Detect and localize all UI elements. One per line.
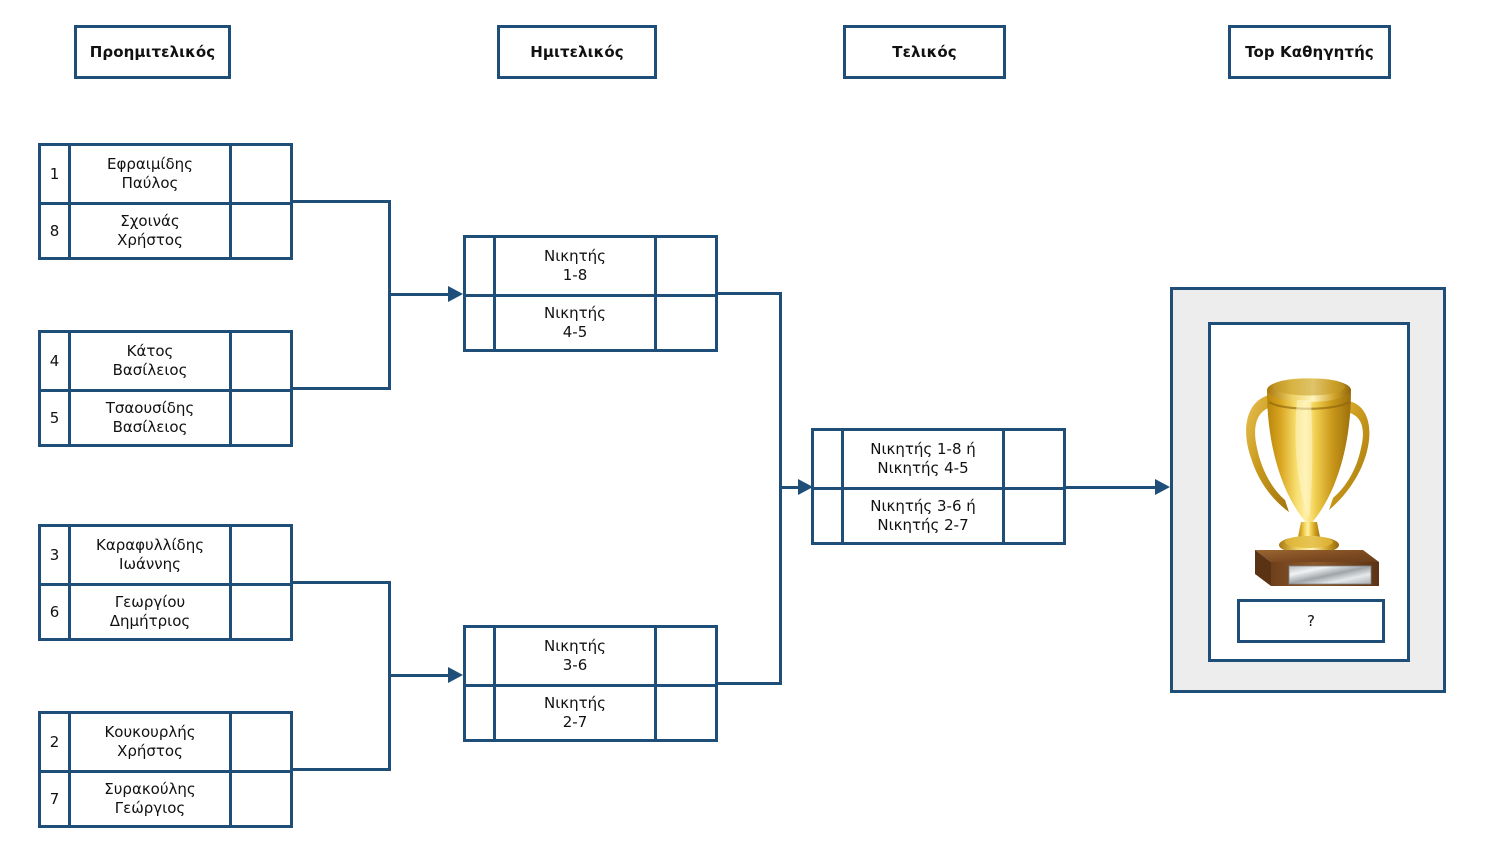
connector-line	[1066, 486, 1166, 489]
seed-number	[814, 489, 844, 542]
score-cell[interactable]	[657, 687, 715, 740]
match-row[interactable]: Νικητής 3-6	[466, 628, 715, 684]
match-row[interactable]: Νικητής 1-8	[466, 238, 715, 294]
player-name: Σχοινάς Χρήστος	[71, 204, 232, 257]
score-cell[interactable]	[232, 333, 290, 389]
connector-line	[718, 292, 782, 295]
connector-line	[779, 486, 805, 489]
match-box-semifinal-1[interactable]: Νικητής 1-8 Νικητής 4-5	[463, 235, 718, 352]
connector-line	[293, 768, 391, 771]
player-name: Γεωργίου Δημήτριος	[71, 585, 232, 638]
seed-number: 6	[41, 585, 71, 638]
player-name: Νικητής 3-6 ή Νικητής 2-7	[844, 489, 1005, 542]
seed-number	[466, 628, 496, 684]
connector-line	[388, 674, 455, 677]
player-name: Τσαουσίδης Βασίλειος	[71, 391, 232, 444]
match-row[interactable]: 8 Σχοινάς Χρήστος	[41, 201, 290, 258]
seed-number	[466, 238, 496, 294]
score-cell[interactable]	[657, 628, 715, 684]
score-cell[interactable]	[657, 238, 715, 294]
seed-number	[466, 296, 496, 349]
seed-number	[814, 431, 844, 487]
match-box-quarterfinal-3[interactable]: 3 Καραφυλλίδης Ιωάννης 6 Γεωργίου Δημήτρ…	[38, 524, 293, 641]
round-header-label: Τελικός	[892, 43, 957, 61]
round-header-final: Τελικός	[843, 25, 1006, 79]
player-name: Κουκουρλής Χρήστος	[71, 714, 232, 770]
seed-number: 3	[41, 527, 71, 583]
round-header-label: Προημιτελικός	[89, 43, 216, 61]
match-row[interactable]: 7 Συρακούλης Γεώργιος	[41, 769, 290, 826]
champion-panel: ?	[1170, 287, 1446, 693]
match-row[interactable]: Νικητής 2-7	[466, 683, 715, 740]
connector-arrow	[448, 286, 463, 302]
score-cell[interactable]	[232, 773, 290, 826]
connector-arrow	[1155, 479, 1170, 495]
round-header-semifinal: Ημιτελικός	[497, 25, 657, 79]
connector-line	[718, 682, 782, 685]
match-box-quarterfinal-1[interactable]: 1 Εφραιμίδης Παύλος 8 Σχοινάς Χρήστος	[38, 143, 293, 260]
score-cell[interactable]	[232, 714, 290, 770]
player-name: Συρακούλης Γεώργιος	[71, 772, 232, 825]
match-box-final[interactable]: Νικητής 1-8 ή Νικητής 4-5 Νικητής 3-6 ή …	[811, 428, 1066, 545]
match-row[interactable]: Νικητής 1-8 ή Νικητής 4-5	[814, 431, 1063, 487]
score-cell[interactable]	[232, 527, 290, 583]
player-name: Κάτος Βασίλειος	[71, 333, 232, 389]
player-name: Νικητής 1-8 ή Νικητής 4-5	[844, 431, 1005, 487]
match-row[interactable]: 2 Κουκουρλής Χρήστος	[41, 714, 290, 770]
seed-number	[466, 686, 496, 739]
player-name: Νικητής 4-5	[496, 296, 657, 349]
match-row[interactable]: 1 Εφραιμίδης Παύλος	[41, 146, 290, 202]
round-header-champion: Top Καθηγητής	[1228, 25, 1391, 79]
score-cell[interactable]	[232, 205, 290, 258]
score-cell[interactable]	[232, 146, 290, 202]
match-row[interactable]: 6 Γεωργίου Δημήτριος	[41, 582, 290, 639]
connector-line	[388, 293, 455, 296]
player-name: Καραφυλλίδης Ιωάννης	[71, 527, 232, 583]
seed-number: 1	[41, 146, 71, 202]
player-name: Νικητής 2-7	[496, 686, 657, 739]
trophy-icon	[1211, 341, 1407, 591]
round-header-label: Top Καθηγητής	[1245, 43, 1374, 61]
player-name: Νικητής 1-8	[496, 238, 657, 294]
match-box-semifinal-2[interactable]: Νικητής 3-6 Νικητής 2-7	[463, 625, 718, 742]
player-name: Εφραιμίδης Παύλος	[71, 146, 232, 202]
round-header-label: Ημιτελικός	[530, 43, 624, 61]
match-box-quarterfinal-2[interactable]: 4 Κάτος Βασίλειος 5 Τσαουσίδης Βασίλειος	[38, 330, 293, 447]
match-row[interactable]: Νικητής 4-5	[466, 293, 715, 350]
seed-number: 8	[41, 204, 71, 257]
connector-arrow	[798, 479, 813, 495]
connector-line	[293, 387, 391, 390]
champion-name-box[interactable]: ?	[1237, 599, 1385, 643]
player-name: Νικητής 3-6	[496, 628, 657, 684]
score-cell[interactable]	[657, 297, 715, 350]
match-row[interactable]: 5 Τσαουσίδης Βασίλειος	[41, 388, 290, 445]
match-row[interactable]: Νικητής 3-6 ή Νικητής 2-7	[814, 486, 1063, 543]
match-box-quarterfinal-4[interactable]: 2 Κουκουρλής Χρήστος 7 Συρακούλης Γεώργι…	[38, 711, 293, 828]
champion-name-label: ?	[1307, 612, 1315, 630]
score-cell[interactable]	[1005, 490, 1063, 543]
connector-line	[293, 200, 391, 203]
seed-number: 7	[41, 772, 71, 825]
seed-number: 4	[41, 333, 71, 389]
seed-number: 5	[41, 391, 71, 444]
match-row[interactable]: 3 Καραφυλλίδης Ιωάννης	[41, 527, 290, 583]
seed-number: 2	[41, 714, 71, 770]
score-cell[interactable]	[232, 586, 290, 639]
match-row[interactable]: 4 Κάτος Βασίλειος	[41, 333, 290, 389]
round-header-quarterfinal: Προημιτελικός	[74, 25, 231, 79]
connector-line	[293, 581, 391, 584]
score-cell[interactable]	[1005, 431, 1063, 487]
score-cell[interactable]	[232, 392, 290, 445]
champion-card: ?	[1208, 322, 1410, 662]
connector-arrow	[448, 667, 463, 683]
